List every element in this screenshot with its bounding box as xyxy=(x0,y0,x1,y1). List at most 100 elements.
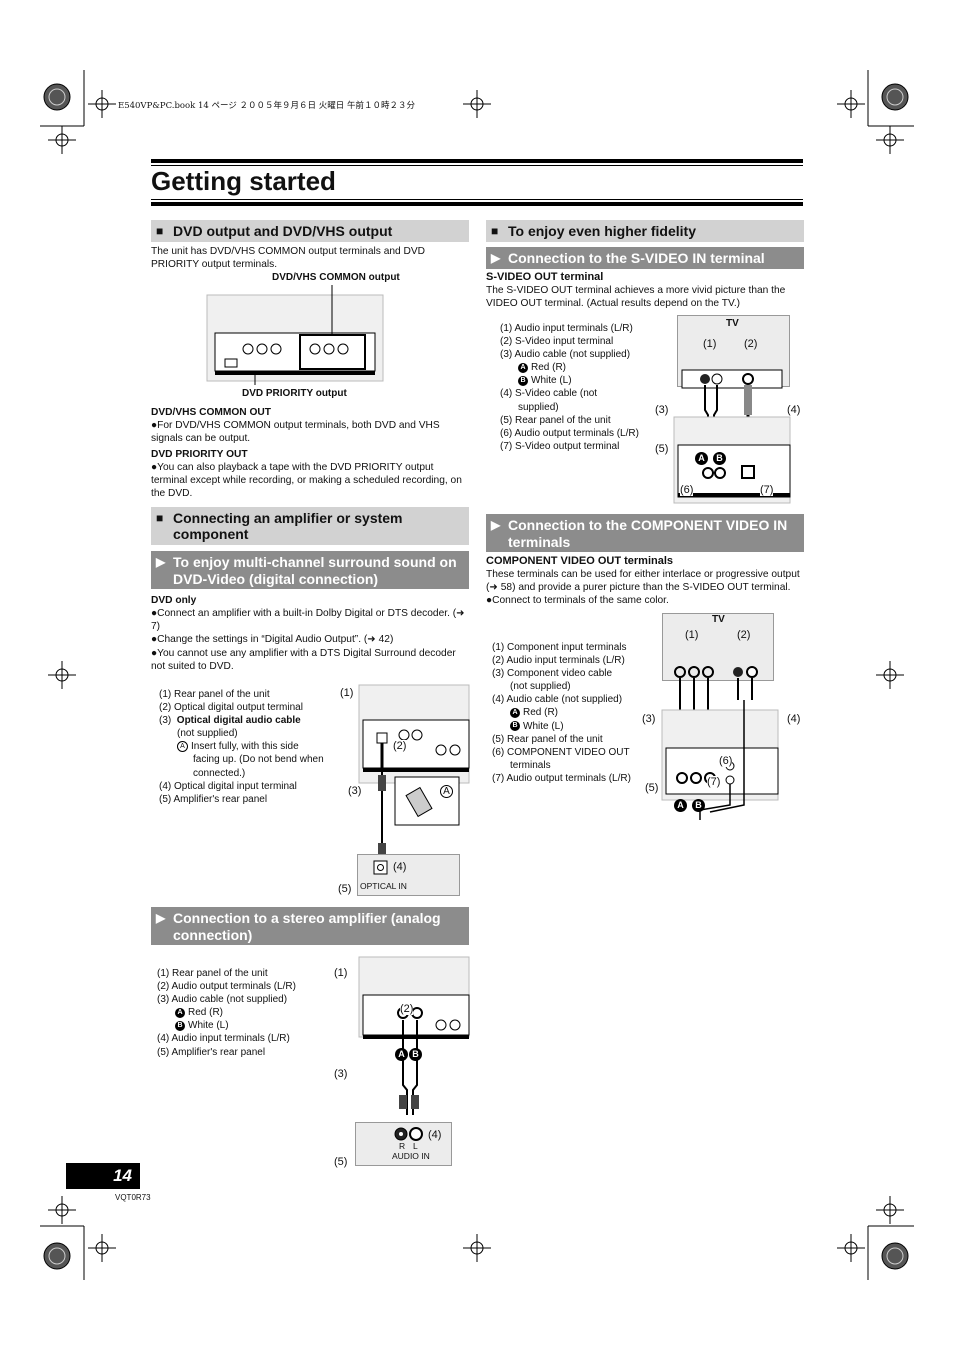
list-item: (2) S-Video input terminal xyxy=(500,336,614,348)
circle-a-icon: A xyxy=(177,741,188,753)
page-title: Getting started xyxy=(151,166,336,196)
list-item: (3) Component video cable xyxy=(492,668,613,680)
component-text: These terminals can be used for either i… xyxy=(486,569,800,594)
list-item: connected.) xyxy=(193,767,246,779)
subsection-digital: ▶ To enjoy multi-channel surround sound … xyxy=(151,551,469,589)
common-out-heading: DVD/VHS COMMON OUT xyxy=(151,407,271,418)
digital-callout-3: (3) xyxy=(348,785,362,797)
tv-label-svideo: TV xyxy=(726,318,739,329)
list-item: (2) Optical digital output terminal xyxy=(159,702,303,714)
list-item: (not supplied) xyxy=(177,728,238,740)
audio-l-label: L xyxy=(413,1141,418,1151)
priority-out-text: ●You can also playback a tape with the D… xyxy=(151,462,462,500)
analog-parts-list: (1) Rear panel of the unit (2) Audio out… xyxy=(157,967,296,1059)
circle-b-icon: B xyxy=(175,1020,185,1031)
tv-label-component: TV xyxy=(712,614,725,625)
section-higher-fidelity: ■ To enjoy even higher fidelity xyxy=(486,220,804,242)
analog-callout-4: (4) xyxy=(428,1129,442,1141)
analog-callout-1: (1) xyxy=(334,967,348,979)
component-marker-a: A xyxy=(674,797,690,815)
common-out-text: ●For DVD/VHS COMMON output terminals, bo… xyxy=(151,420,440,445)
svideo-parts-list: (1) Audio input terminals (L/R) (2) S-Vi… xyxy=(500,322,639,453)
component-parts-list: (1) Component input terminals (2) Audio … xyxy=(492,641,631,785)
list-item: (4) Audio cable (not supplied) xyxy=(492,694,623,706)
component-callout-5: (5) xyxy=(645,782,659,794)
digital-callout-4: (4) xyxy=(393,861,407,873)
arrow-right-icon: ▶ xyxy=(156,911,166,925)
fig-label-common: DVD/VHS COMMON output xyxy=(272,272,400,283)
section-title: DVD output and DVD/VHS output xyxy=(173,223,393,239)
section-title: To enjoy even higher fidelity xyxy=(508,223,696,239)
list-item: (1) Audio input terminals (L/R) xyxy=(500,323,633,334)
section-square-icon: ■ xyxy=(156,224,164,238)
analog-callout-3: (3) xyxy=(334,1068,348,1080)
audio-in-jacks xyxy=(394,1127,423,1141)
title-rule-bottom xyxy=(151,199,803,200)
digital-parts-list: (1) Rear panel of the unit (2) Optical d… xyxy=(159,688,324,806)
component-callout-1: (1) xyxy=(685,629,699,641)
circle-b-icon: B xyxy=(510,720,520,731)
circle-b-icon: B xyxy=(518,375,528,386)
analog-callout-5: (5) xyxy=(334,1156,348,1168)
digital-connection-figure xyxy=(358,684,470,857)
digital-bullet-2: ●Change the settings in “Digital Audio O… xyxy=(151,634,394,645)
digital-bullet-1: ●Connect an amplifier with a built-in Do… xyxy=(151,608,465,633)
digital-callout-1: (1) xyxy=(340,687,354,699)
list-item: (1) Component input terminals xyxy=(492,642,627,653)
component-callout-3: (3) xyxy=(642,713,656,725)
analog-marker-b: B xyxy=(409,1046,425,1064)
digital-callout-5: (5) xyxy=(338,883,352,895)
subsection-analog: ▶ Connection to a stereo amplifier (anal… xyxy=(151,907,469,945)
subsection-title: Connection to a stereo amplifier (analog… xyxy=(173,910,441,943)
priority-out-heading: DVD PRIORITY OUT xyxy=(151,449,248,460)
arrow-right-icon: ▶ xyxy=(491,518,501,532)
list-item: (7) Audio output terminals (L/R) xyxy=(492,772,631,784)
document-code: VQT0R73 xyxy=(115,1193,151,1202)
list-item: (7) S-Video output terminal xyxy=(500,440,620,452)
svideo-marker-a: A xyxy=(695,450,711,468)
component-marker-b: B xyxy=(692,797,708,815)
circle-a-icon: A xyxy=(175,1007,185,1018)
digital-bullet-3: ●You cannot use any amplifier with a DTS… xyxy=(151,648,456,673)
circle-a-icon: A xyxy=(510,707,520,718)
section-dvd-output: ■ DVD output and DVD/VHS output xyxy=(151,220,469,242)
audio-in-label: AUDIO IN xyxy=(392,1151,430,1161)
list-item: (6) COMPONENT VIDEO OUT xyxy=(492,746,630,758)
optical-in-label: OPTICAL IN xyxy=(360,881,407,891)
list-item: (4) S-Video cable (not xyxy=(500,388,598,400)
svideo-callout-4: (4) xyxy=(787,404,801,416)
svideo-callout-6: (6) xyxy=(680,484,694,496)
analog-marker-a: A xyxy=(395,1046,411,1064)
list-item: (3) Audio cable (not supplied) xyxy=(500,349,631,361)
svideo-callout-5: (5) xyxy=(655,443,669,455)
file-header-text: E540VP&PC.book 14 ページ ２００５年９月６日 火曜日 午前１０… xyxy=(118,101,415,111)
svideo-callout-7: (7) xyxy=(760,484,774,496)
audio-r-label: R xyxy=(399,1141,406,1151)
subsection-svideo: ▶ Connection to the S-VIDEO IN terminal xyxy=(486,247,804,269)
list-item: (3) Audio cable (not supplied) xyxy=(157,994,288,1006)
list-item: (5) Amplifier's rear panel xyxy=(157,1046,266,1058)
page-number: 14 xyxy=(66,1163,140,1189)
list-item: (not supplied) xyxy=(510,681,571,693)
list-item: (3) Optical digital audio cable xyxy=(159,715,301,727)
svideo-callout-1: (1) xyxy=(703,338,717,350)
component-bullet: ●Connect to terminals of the same color. xyxy=(486,595,669,606)
component-callout-4: (4) xyxy=(787,713,801,725)
list-item: (5) Amplifier's rear panel xyxy=(159,793,268,805)
title-rule-top xyxy=(151,159,803,163)
svideo-text: The S-VIDEO OUT terminal achieves a more… xyxy=(486,285,786,310)
list-item: supplied) xyxy=(518,401,559,413)
section-title: Connecting an amplifier or system compon… xyxy=(173,510,403,542)
title-rule-top-thin xyxy=(151,165,803,166)
subsection-title: Connection to the S-VIDEO IN terminal xyxy=(508,250,765,266)
svideo-heading: S-VIDEO OUT terminal xyxy=(486,271,604,283)
component-callout-2: (2) xyxy=(737,629,751,641)
analog-callout-2: (2) xyxy=(400,1003,414,1015)
analog-connection-figure xyxy=(358,956,470,1115)
